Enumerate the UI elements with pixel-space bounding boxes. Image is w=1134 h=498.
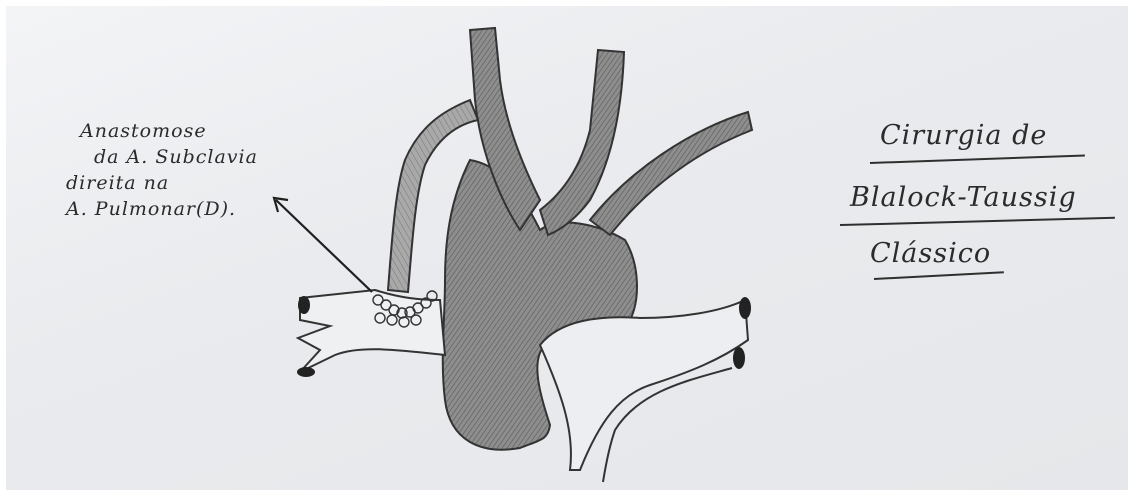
vessel-end-left-top xyxy=(298,296,310,314)
title-line-1: Cirurgia de xyxy=(880,120,1047,151)
title-line-3: Clássico xyxy=(870,238,991,269)
vessel-end-right-top xyxy=(739,297,751,319)
annotation-line: Anastomose xyxy=(80,118,258,144)
diagram-title: Cirurgia de Blalock-Taussig Clássico xyxy=(840,120,1130,300)
annotation-line: A. Pulmonar(D). xyxy=(66,196,258,222)
title-underline-2 xyxy=(840,217,1115,226)
annotation-note: Anastomose da A. Subclavia direita na A.… xyxy=(72,118,258,222)
vessel-end-left-bottom xyxy=(297,367,315,377)
annotation-line: direita na xyxy=(66,170,258,196)
annotation-arrow xyxy=(274,198,372,292)
title-underline-3 xyxy=(874,271,1004,280)
vessel-end-right-bottom xyxy=(733,347,745,369)
right-pulmonary-artery xyxy=(298,290,445,372)
annotation-line: da A. Subclavia xyxy=(94,144,258,170)
title-underline-1 xyxy=(870,154,1085,164)
title-line-2: Blalock-Taussig xyxy=(850,182,1077,213)
pulmonary-trunk xyxy=(540,300,748,470)
